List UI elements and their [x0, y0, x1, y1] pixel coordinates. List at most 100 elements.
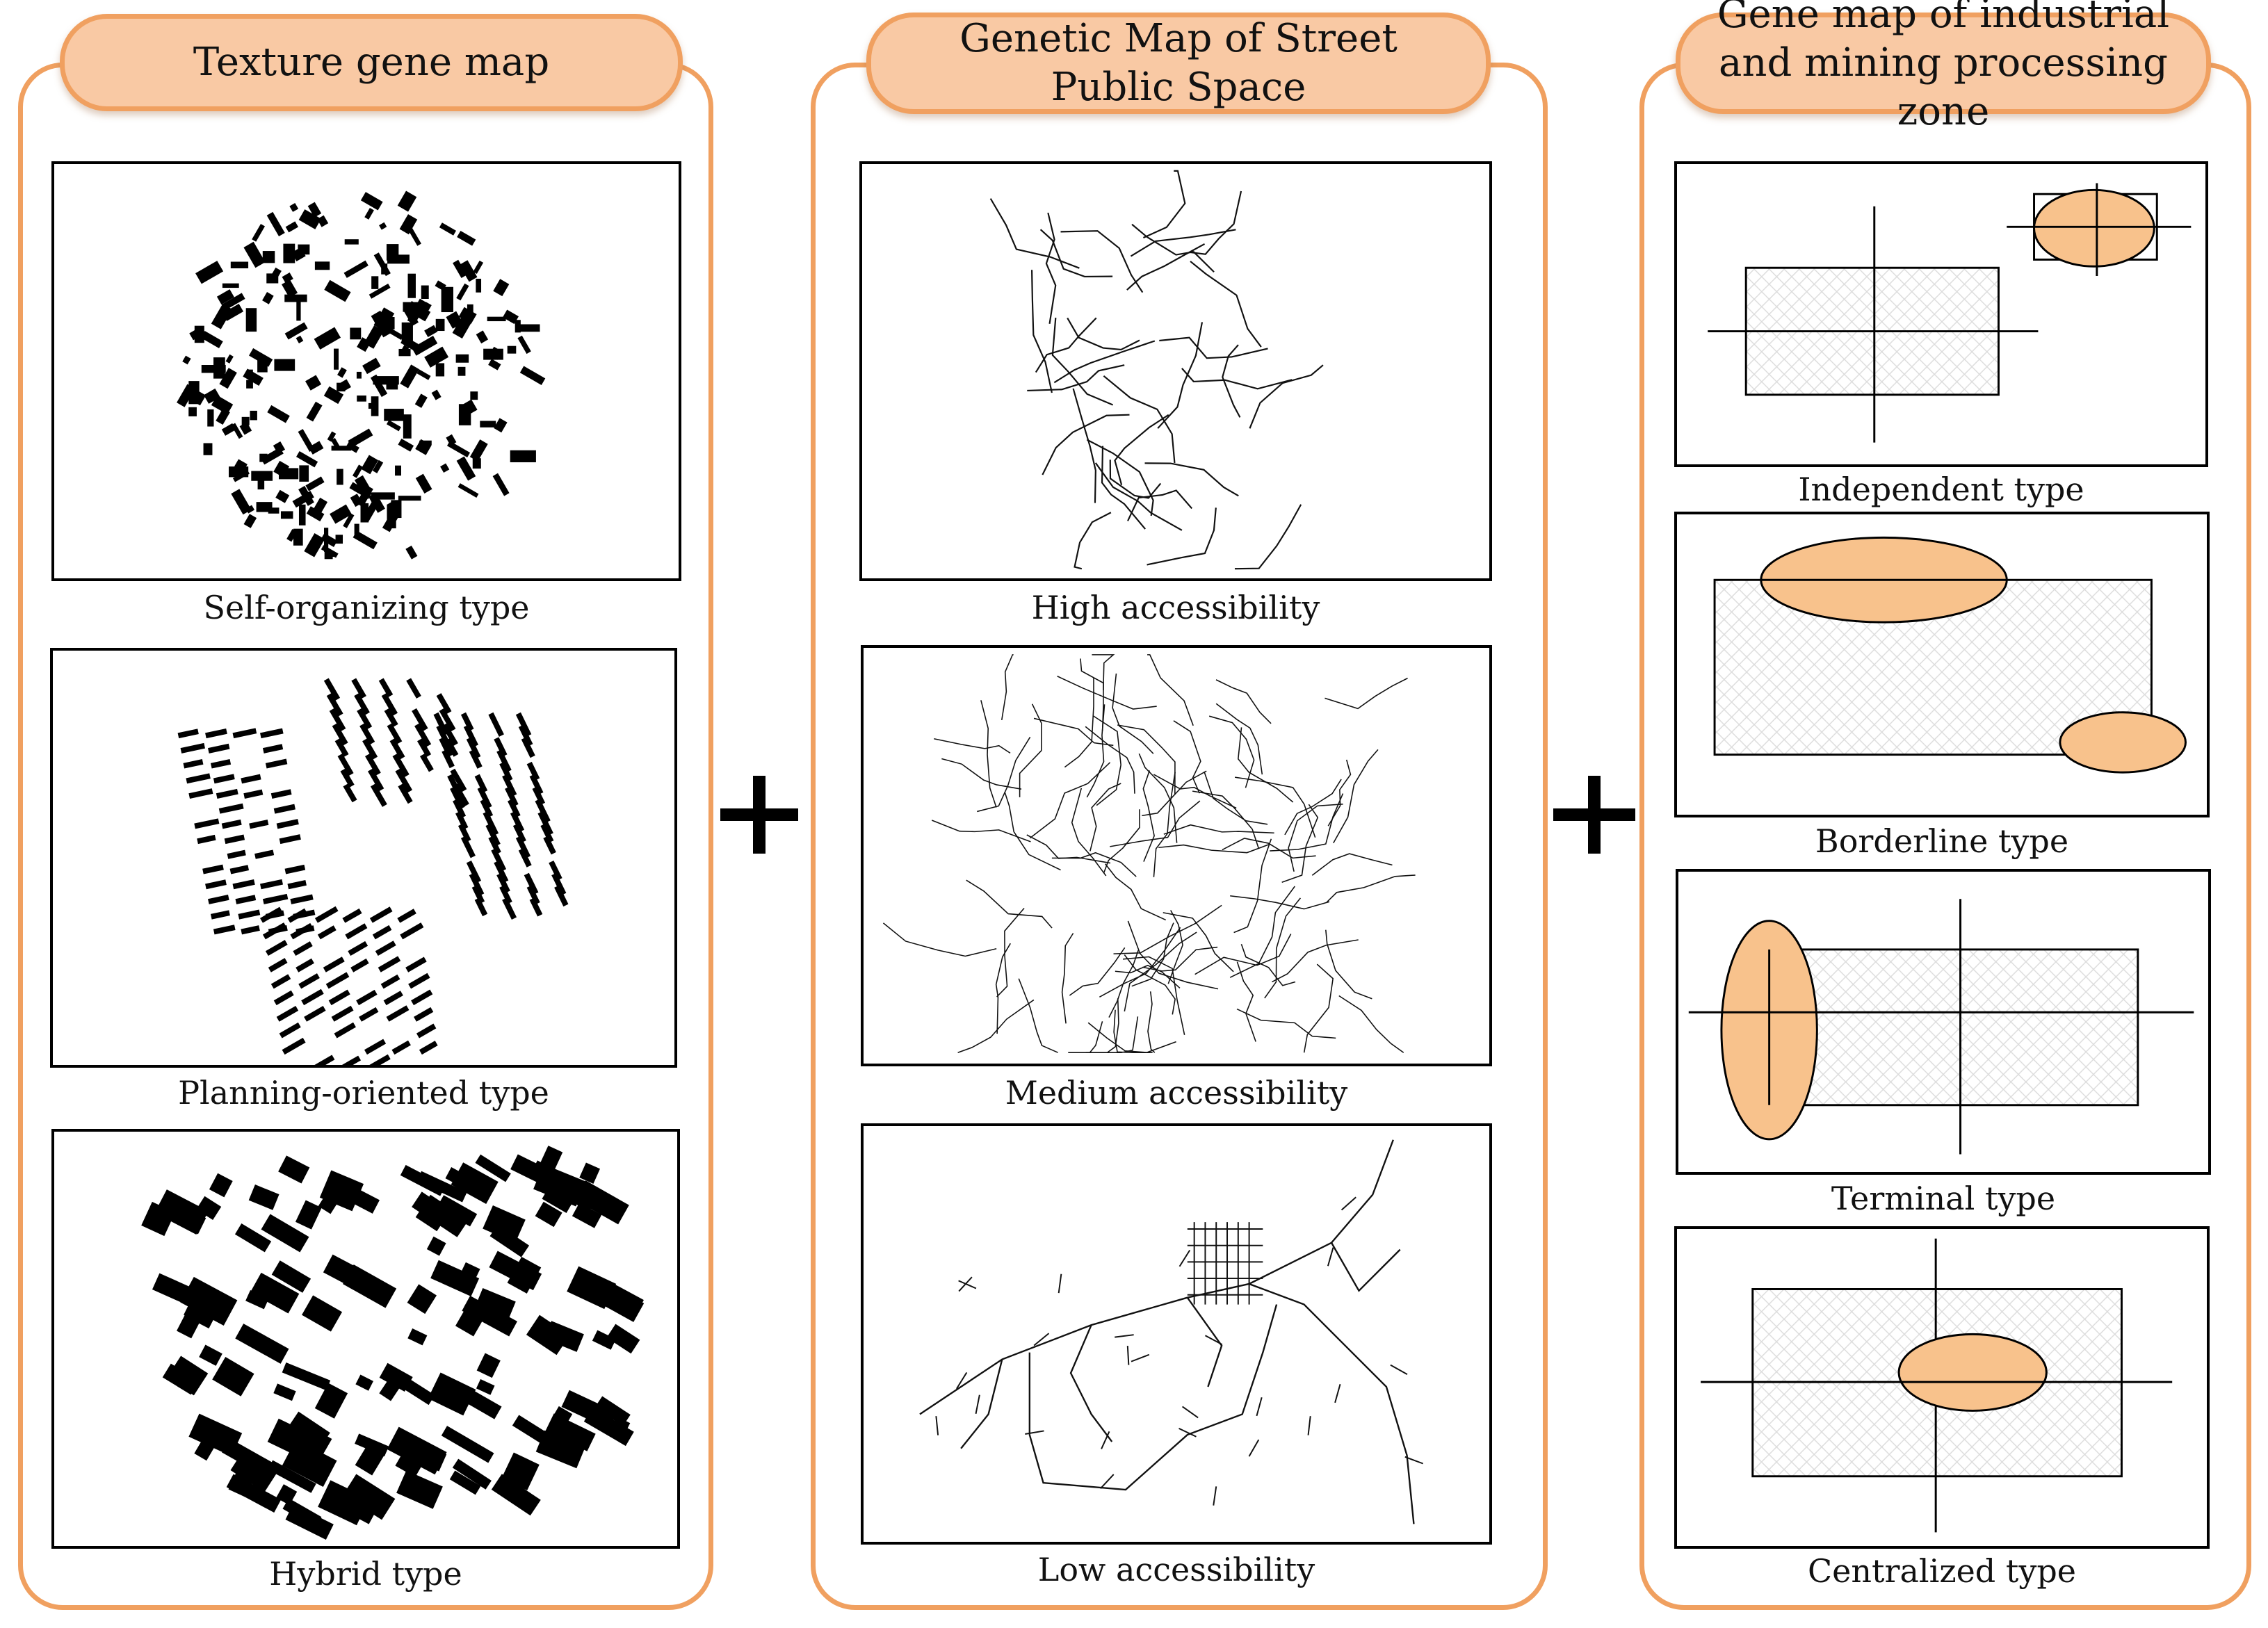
street-segment: [1284, 779, 1342, 836]
building-block: [400, 364, 419, 389]
building-block: [162, 1363, 200, 1395]
building-block: [216, 408, 230, 425]
building-block: [298, 244, 310, 255]
building-block: [373, 252, 391, 277]
building-block: [447, 774, 462, 797]
building-block: [337, 754, 354, 776]
building-block: [535, 1201, 562, 1228]
building-block: [381, 693, 398, 716]
building-block: [225, 354, 234, 364]
building-block: [463, 399, 478, 415]
mining-zone: [2059, 711, 2187, 774]
street-segment: [1340, 1196, 1356, 1211]
processing-zone: [1768, 948, 2139, 1107]
building-block: [230, 1449, 278, 1492]
building-block: [406, 678, 421, 699]
building-block: [508, 799, 521, 818]
building-block: [196, 1306, 218, 1329]
building-block: [368, 492, 385, 513]
street-segment: [1105, 863, 1167, 921]
building-block: [308, 441, 324, 455]
building-block: [518, 724, 533, 747]
street-segment: [1086, 439, 1154, 516]
street-segment: [1163, 824, 1274, 835]
building-block: [371, 492, 395, 500]
building-block: [298, 973, 320, 989]
building-block: [314, 327, 341, 350]
street-segment: [1334, 1384, 1341, 1403]
street-segment: [1019, 703, 1042, 797]
street-segment: [1325, 677, 1408, 710]
building-block: [515, 836, 531, 858]
building-block: [477, 786, 492, 809]
building-block: [295, 1200, 322, 1230]
street-segment: [1215, 679, 1272, 724]
building-block: [396, 1470, 443, 1509]
building-block: [283, 243, 295, 263]
building-block: [537, 811, 553, 836]
building-block: [549, 860, 562, 881]
panel-title-industrial: Gene map of industrial and mining proces…: [1676, 0, 2211, 134]
building-block: [282, 1037, 306, 1055]
building-block: [515, 320, 521, 333]
building-block: [325, 972, 350, 989]
building-block: [405, 545, 418, 560]
building-block: [510, 1154, 544, 1182]
building-block: [221, 819, 242, 829]
street-segment: [1233, 838, 1272, 934]
building-block: [375, 941, 396, 957]
street-segment: [977, 736, 1031, 813]
building-block: [412, 336, 438, 356]
street-segment: [1028, 1304, 1278, 1491]
building-block: [446, 441, 471, 458]
street-segment: [1142, 946, 1218, 972]
building-block: [416, 1023, 437, 1039]
building-block: [521, 737, 535, 758]
building-block: [414, 723, 432, 747]
building-block: [216, 788, 238, 799]
street-segment: [1110, 800, 1201, 847]
building-block: [442, 749, 455, 769]
building-block: [476, 330, 489, 344]
building-block: [250, 1272, 300, 1314]
street-segment: [1281, 804, 1319, 884]
building-block: [457, 366, 466, 376]
street-segment: [1236, 1008, 1336, 1039]
hybrid-buildings: [141, 1146, 645, 1540]
building-block: [268, 958, 288, 972]
building-block: [359, 723, 375, 744]
building-block: [330, 504, 352, 524]
building-block: [384, 708, 398, 727]
building-block: [353, 464, 364, 478]
building-block: [256, 502, 273, 512]
building-block: [455, 1262, 480, 1292]
building-block: [526, 1314, 570, 1356]
building-block: [257, 475, 265, 490]
street-segment: [1060, 230, 1144, 293]
street-segment: [1147, 654, 1194, 726]
building-block: [494, 737, 508, 757]
building-block: [207, 409, 214, 427]
street-segment: [996, 907, 1025, 998]
building-block: [524, 872, 539, 895]
street-segment: [1027, 364, 1125, 392]
building-block: [289, 202, 299, 212]
building-block: [298, 209, 322, 229]
street-segment: [1327, 1247, 1334, 1267]
building-block: [330, 438, 341, 450]
building-block: [152, 1273, 204, 1310]
building-block: [421, 285, 429, 299]
street-segment: [975, 1394, 980, 1415]
building-block: [389, 738, 405, 760]
terminal-type-diagram: [1676, 869, 2211, 1175]
medium-accessibility-map: [861, 645, 1492, 1066]
building-block: [177, 1309, 202, 1339]
building-block: [488, 836, 501, 855]
street-segment: [1103, 375, 1176, 464]
street-segment: [1117, 724, 1176, 795]
street-segment: [1249, 364, 1324, 429]
street-segment: [1112, 673, 1154, 754]
building-block: [296, 451, 318, 468]
building-block: [398, 438, 414, 452]
street-segment: [1131, 223, 1215, 272]
